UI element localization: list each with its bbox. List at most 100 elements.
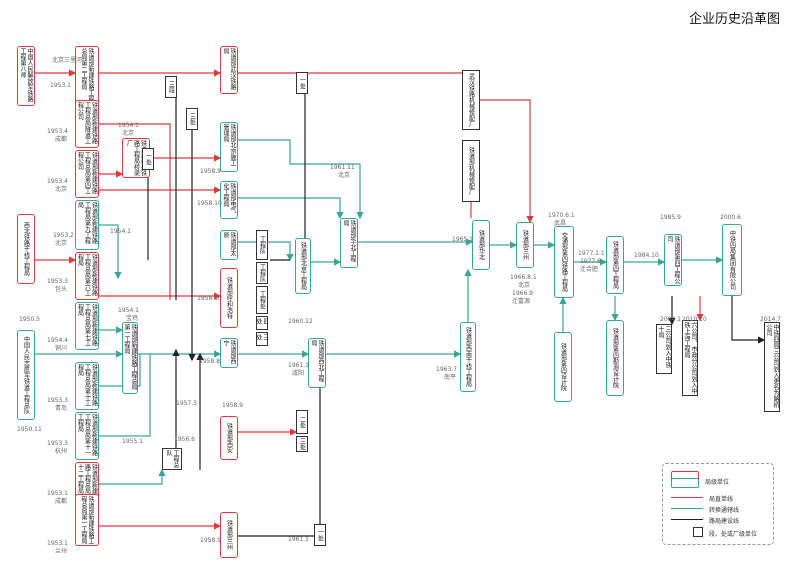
legend-black-line (671, 519, 703, 521)
org-node-n-pla8: 中国人民解放军铁路工程第八师 (17, 46, 35, 106)
date-note-t-1958-10b: 1958.10 (197, 295, 222, 302)
date-note-t-1953-3b: 1953.3 (47, 397, 68, 404)
date-note-t-tongchuan: 铜川 (55, 345, 68, 352)
org-node-n-tw11: 铁道部新建铁路工程总局第十一工程局 (75, 412, 99, 460)
date-note-t-1954-1c: 1954.1 (118, 307, 139, 314)
diagram-title: 企业历史沿革图 (688, 12, 780, 27)
sub-unit-c-yichu: 一处 (142, 148, 154, 170)
connector-line (238, 241, 294, 262)
org-node-n-xining: 铁道部西宁 (220, 338, 238, 368)
date-note-t-1963-7: 1963.7 (436, 366, 457, 373)
date-note-t-1961-1b: 1961.1 (288, 362, 309, 369)
sub-unit-c-sanchu: 三处 (186, 108, 198, 130)
org-node-n-elec: 铁道部电气化工程局 (220, 181, 238, 219)
org-node-n-tw2: 铁道部新建铁路工程总局第二工程局 (75, 46, 99, 106)
legend-box-swatch (693, 527, 703, 537)
date-note-t-1954-4: 1954.4 (47, 337, 68, 344)
date-note-t-2000-6: 2000.6 (720, 214, 741, 221)
sub-unit-c-gc-a: 工程队 (256, 230, 268, 260)
date-note-t-beijing-sanlihe: 北京三里河 (52, 57, 83, 64)
date-note-t-2010-10: 2010.10 (682, 316, 707, 323)
date-note-t-2004-1: 2004.1 (660, 316, 681, 323)
connector-line (480, 99, 534, 224)
org-node-n-huhe: 铁道部呼和浩特 (220, 268, 238, 328)
date-note-t-1966-8: 1966.8.1 (510, 274, 537, 281)
sub-unit-c-erchu: 二处 (296, 410, 308, 434)
date-note-t-1953-3: 1953.3 (47, 278, 68, 285)
date-note-t-chengdu2: 成都 (55, 498, 68, 505)
date-note-t-1977-6: 1977.6 (580, 258, 601, 265)
date-note-t-1953-3c: 1953.3 (47, 440, 68, 447)
date-note-t-1966-9: 1966.9 (512, 290, 533, 297)
org-node-n-xian: 铁道部西安 (220, 416, 238, 460)
org-node-n-wuhan: 铁道部武汉铁路局 (220, 46, 238, 94)
connector-line (731, 296, 766, 344)
date-note-t-bj3: 北京 (55, 240, 68, 247)
org-node-n-tw4: 铁道部新建铁路工程总局第四工程公司 (75, 150, 99, 198)
date-note-t-1953-1b: 1953.1 (47, 490, 68, 497)
connector-line (99, 123, 171, 300)
date-note-t-baotou: 包头 (55, 286, 68, 293)
date-note-t-1961-11: 1961.11 (330, 164, 355, 171)
date-note-t-1958-9c: 1958.9 (200, 537, 221, 544)
date-note-t-wuchang: 武昌 (554, 220, 567, 227)
sub-unit-c-gongluo: 工程处 (256, 286, 268, 314)
legend-black-line-label: 路局建设线 (709, 518, 740, 525)
org-node-n-taiyuan: 铁道部太原 (220, 230, 238, 260)
legend-red-line-label: 局直单线 (709, 496, 734, 503)
org-node-n-t4: 铁道部第四工程局 (606, 236, 624, 294)
org-node-n-huabei: 铁道部华北工程局 (340, 218, 358, 268)
date-note-t-1958-10: 1958.10 (197, 200, 222, 207)
date-note-t-chengdu: 成都 (55, 136, 68, 143)
legend-unit-swatch-teal (671, 478, 699, 488)
sub-unit-c-yichu3: 一处 (314, 524, 326, 546)
org-node-n-ccb: 中铁四局集团有限公司 (722, 224, 742, 296)
org-node-n-tw7: 铁道部新建铁路工程总局第七工程局 (75, 302, 99, 350)
sub-unit-c-sanduan: 三段 (165, 76, 177, 98)
date-note-t-1950-11: 1950.11 (17, 426, 42, 433)
org-node-n-6co: 六公司、市政分公司划入中铁上海工程局 (682, 320, 698, 396)
sub-unit-c-sichu: 四处 (256, 316, 268, 330)
date-note-t-1985-9: 1985.9 (660, 214, 681, 221)
date-note-t-1953-4b: 1953.4 (47, 178, 68, 185)
sub-unit-c-sanchu2: 三处 (256, 332, 268, 346)
legend-teal-line-label: 转换通辖线 (709, 507, 740, 514)
org-node-n-tw10: 铁道部新建铁路工程总局第十工程局 (75, 362, 99, 410)
org-node-n-t4c: 铁道部第四工程公司 (664, 234, 682, 286)
org-node-n-tw6: 铁道部新建铁路工程总局第六工程局 (75, 252, 99, 300)
date-note-t-qianfu: 迁富源 (512, 298, 531, 305)
date-note-t-1960-12: 1960.12 (288, 318, 313, 325)
date-note-t-nanping: 南平 (444, 374, 457, 381)
legend-red-line (671, 497, 703, 499)
org-node-n-nw-rail: 西北铁路干线工程局 (17, 214, 35, 284)
org-node-n-pla-rail: 中国人民志愿军铁道工程总队 (17, 330, 35, 420)
org-node-n-hx: 铁道部华北 (472, 220, 490, 270)
date-note-t-lanzhou: 兰州 (55, 548, 68, 555)
org-node-n-lanzhou: 铁道部新建铁路工程总局第一工程局 (75, 494, 99, 546)
date-note-t-beijing: 北京 (122, 130, 135, 137)
connector-line (238, 197, 344, 220)
connector-line (99, 354, 151, 437)
org-node-n-wh-fac: 武汉铁路机械修配厂 (462, 70, 480, 130)
org-node-n-south: 铁道部西南干线工程局 (460, 322, 476, 392)
date-note-t-hangzhou: 杭州 (55, 448, 68, 455)
org-node-n-wh-dev: 铁道部第四设计院 (554, 332, 572, 402)
sub-unit-c-gc-b: 工程队 (256, 262, 268, 284)
date-note-t-1953-1c: 1953.1 (47, 540, 68, 547)
legend-box-label: 段、处或厂级单位 (709, 531, 758, 538)
connector-line (238, 139, 364, 220)
date-note-t-1977-1: 1977.1.1 (578, 250, 605, 257)
org-node-n-hd4: 交通部第四铁路工程局 (554, 226, 574, 298)
org-node-n-last: 中铁四局三公司划入更名为路桥公司 (764, 322, 780, 412)
legend-teal-line (671, 508, 703, 510)
date-note-t-bj5: 北京 (518, 282, 531, 289)
org-node-n-tl-fac: 铁道部机械修配厂 (462, 140, 480, 202)
date-note-t-xianyang: 咸阳 (292, 370, 305, 377)
org-node-n-tw3: 铁道部新建铁路工程总局隧道工程公司 (75, 100, 99, 148)
date-note-t-bj2: 北京 (55, 186, 68, 193)
date-note-t-1984-10: 1984.10 (634, 252, 659, 259)
date-note-t-1961-1: 1961.1 (288, 536, 309, 543)
date-note-t-1957-3: 1957.3 (176, 400, 197, 407)
date-note-t-1958-8: 1958.8 (199, 358, 220, 365)
connector-line (99, 468, 166, 485)
